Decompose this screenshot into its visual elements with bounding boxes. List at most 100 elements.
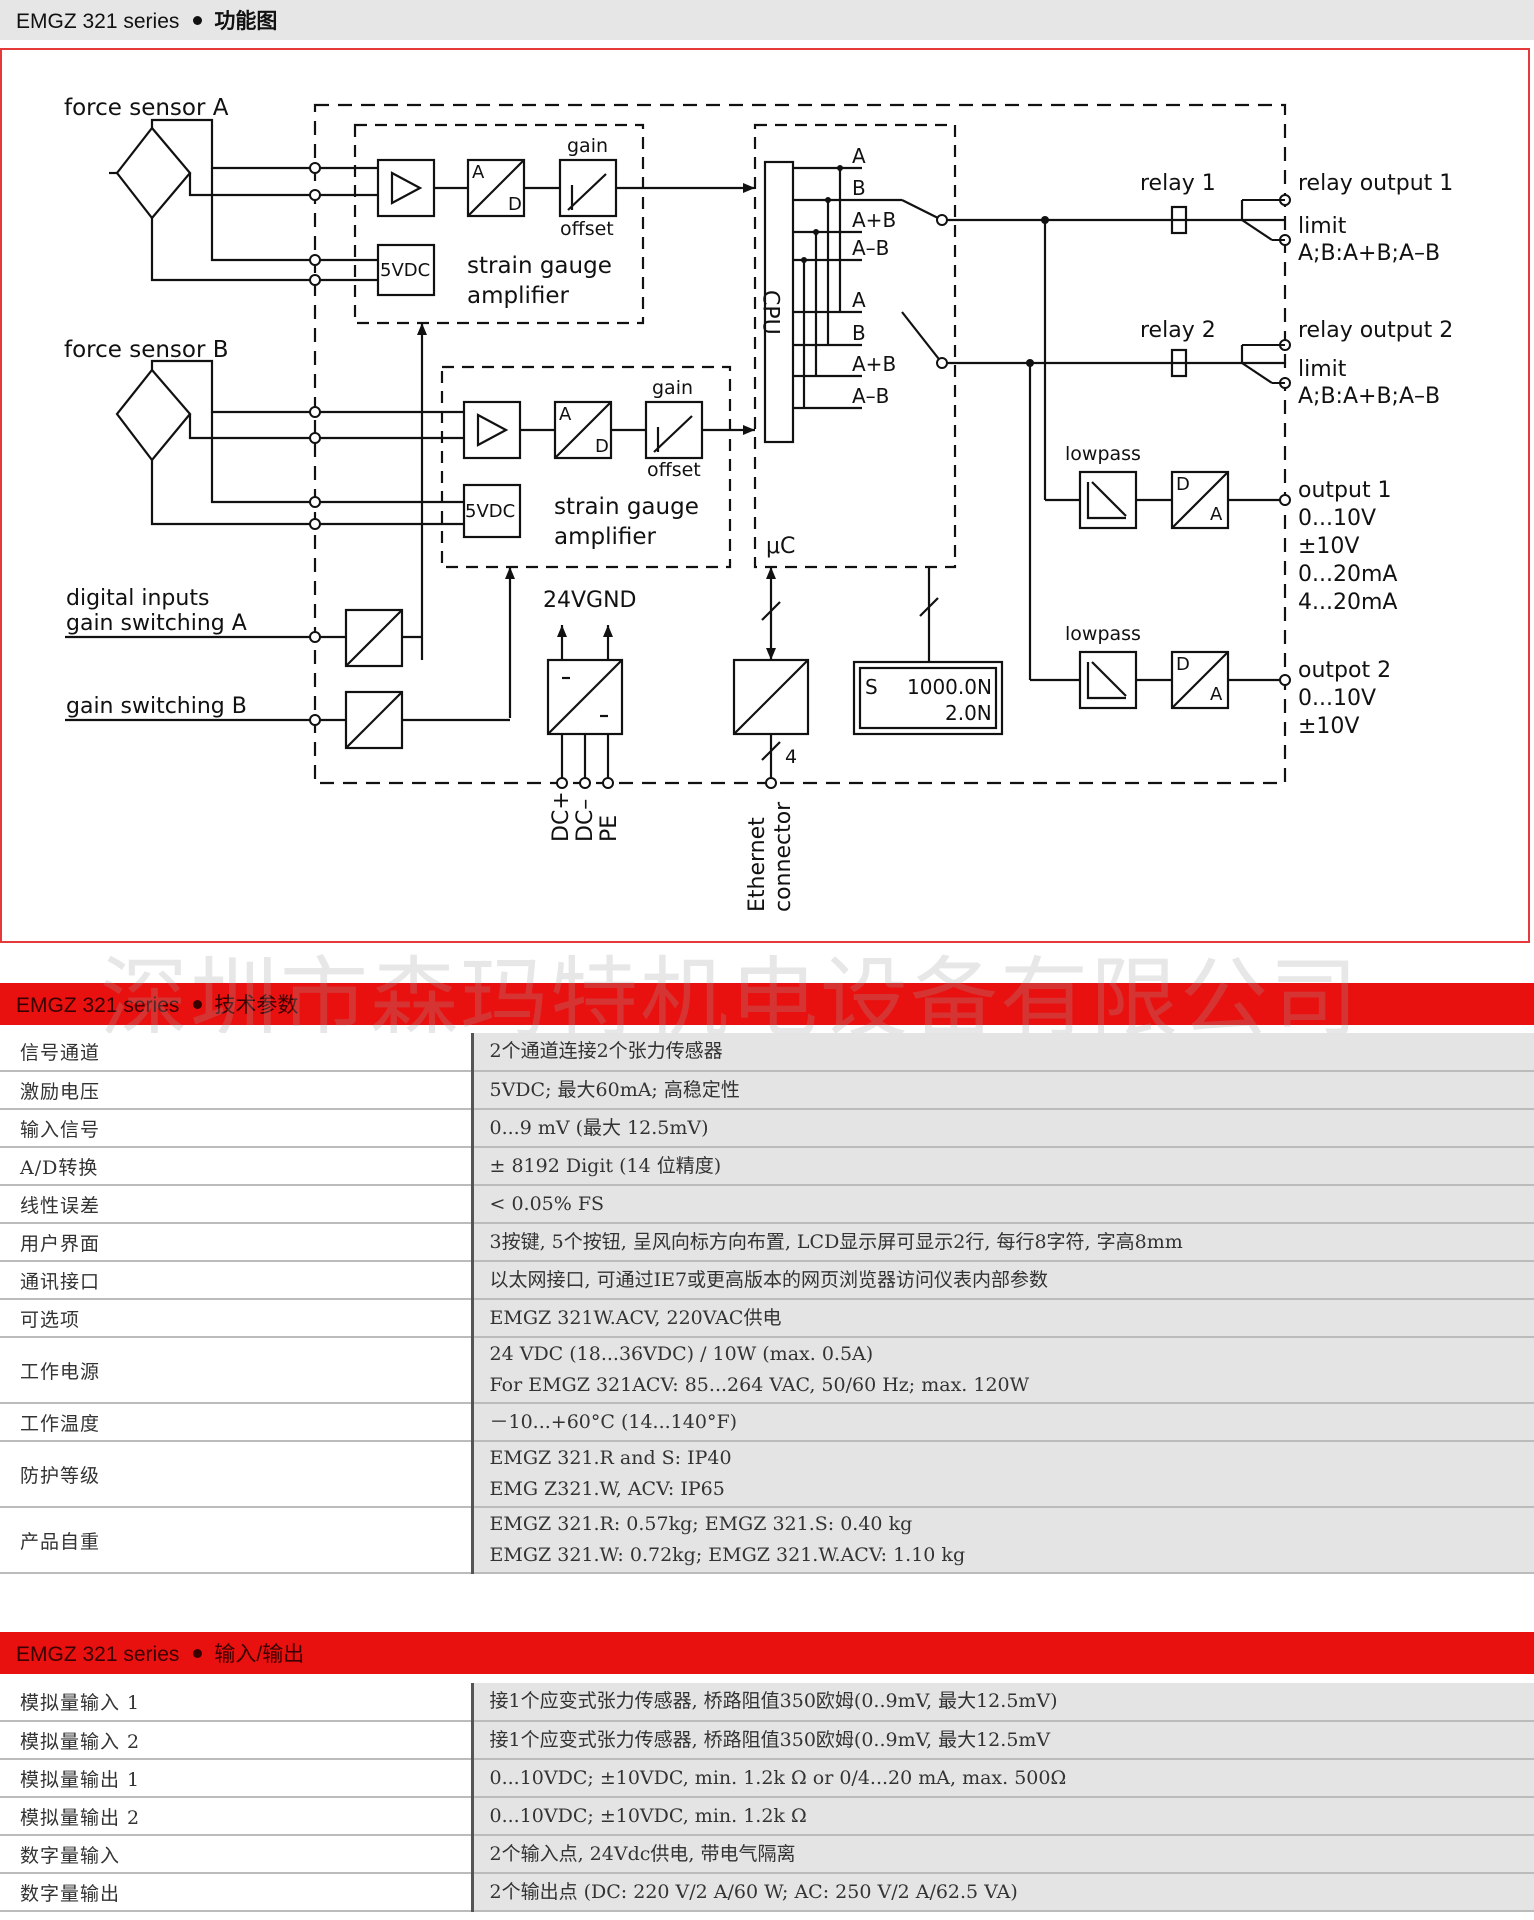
- row-key: 模拟量输出 2: [0, 1797, 474, 1836]
- label-limit2: limit: [1298, 357, 1347, 382]
- label-gain-switching-a: gain switching A: [66, 611, 247, 636]
- uc-outline: [753, 123, 957, 569]
- label-da2-d: D: [1176, 654, 1190, 675]
- label-offset-b: offset: [647, 459, 701, 481]
- row-value-line: 2个输入点, 24Vdc供电, 带电气隔离: [489, 1842, 796, 1865]
- label-force-sensor-a: force sensor A: [64, 95, 229, 121]
- label-relay-output2: relay output 2: [1298, 318, 1453, 343]
- label-ch1-b: B: [852, 176, 866, 200]
- label-strain-gauge-b: strain gauge: [554, 494, 699, 520]
- row-key: 数字量输入: [0, 1835, 474, 1874]
- row-value-line: 24 VDC (18...36VDC) / 10W (max. 0.5A): [489, 1343, 874, 1365]
- row-value-line: 以太网接口, 可通过IE7或更高版本的网页浏览器访问仪表内部参数: [489, 1268, 1049, 1291]
- row-key: 产品自重: [0, 1507, 474, 1574]
- label-amplifier-b: amplifier: [554, 524, 657, 550]
- row-value: 2个输入点, 24Vdc供电, 带电气隔离: [472, 1835, 1534, 1874]
- table-row: 信号通道 2个通道连接2个张力传感器: [0, 1033, 1534, 1072]
- row-value: 以太网接口, 可通过IE7或更高版本的网页浏览器访问仪表内部参数: [472, 1261, 1534, 1300]
- row-key: 信号通道: [0, 1033, 474, 1072]
- row-value-line: EMGZ 321.W: 0.72kg; EMGZ 321.W.ACV: 1.10…: [489, 1544, 966, 1566]
- row-key: 数字量输出: [0, 1873, 474, 1912]
- row-key: 模拟量输出 1: [0, 1759, 474, 1798]
- row-key: 可选项: [0, 1299, 474, 1338]
- row-value: ± 8192 Digit (14 位精度): [472, 1147, 1534, 1186]
- label-output1-range-3: 4...20mA: [1298, 590, 1397, 615]
- label-limit2-opts: A;B:A+B;A–B: [1298, 384, 1440, 409]
- table-row: A/D转换± 8192 Digit (14 位精度): [0, 1147, 1534, 1186]
- bullet-icon: [193, 16, 203, 26]
- label-da2-a: A: [1210, 684, 1223, 705]
- watermark: 深圳市森玛特机电设备有限公司: [100, 947, 1361, 1050]
- row-key: 模拟量输入 2: [0, 1721, 474, 1760]
- label-force-sensor-b: force sensor B: [64, 337, 229, 363]
- label-da1-d: D: [1176, 474, 1190, 495]
- label-output1-range-2: 0...20mA: [1298, 562, 1397, 587]
- row-value-line: EMGZ 321.R: 0.57kg; EMGZ 321.S: 0.40 kg: [489, 1513, 913, 1535]
- row-value-line: EMGZ 321.R and S: IP40: [489, 1447, 732, 1469]
- table-row: 通讯接口以太网接口, 可通过IE7或更高版本的网页浏览器访问仪表内部参数: [0, 1261, 1534, 1300]
- row-value-line: －10...+60°C (14...140°F): [489, 1410, 738, 1433]
- label-output1-range-1: ±10V: [1298, 534, 1359, 559]
- label-supply: 24VGND: [543, 588, 637, 613]
- label-ethernet: Ethernet: [745, 817, 770, 912]
- label-connector: connector: [771, 801, 796, 912]
- row-value-line: 0...10VDC; ±10VDC, min. 1.2k Ω: [489, 1804, 807, 1827]
- table-row: 模拟量输入 2 接1个应变式张力传感器, 桥路阻值350欧姆(0..9mV, 最大…: [0, 1721, 1534, 1760]
- row-value-line: 5VDC; 最大60mA; 高稳定性: [489, 1078, 740, 1101]
- label-gain-switching-b: gain switching B: [66, 694, 247, 719]
- row-value: 0...9 mV (最大 12.5mV): [472, 1109, 1534, 1148]
- row-value-line: 0...10VDC; ±10VDC, min. 1.2k Ω or 0/4...…: [489, 1766, 1067, 1789]
- label-cpu: CPU: [758, 290, 783, 335]
- table-row: 线性误差< 0.05% FS: [0, 1185, 1534, 1224]
- table-row: 工作温度－10...+60°C (14...140°F): [0, 1403, 1534, 1442]
- label-dc-plus: DC+: [549, 791, 574, 842]
- io-section: 输入/输出: [214, 1643, 305, 1666]
- row-value-line: 接1个应变式张力传感器, 桥路阻值350欧姆(0..9mV, 最大12.5mV): [489, 1690, 1058, 1712]
- row-value: 24 VDC (18...36VDC) / 10W (max. 0.5A) For…: [472, 1337, 1534, 1404]
- row-key: 工作电源: [0, 1337, 474, 1404]
- io-header-bar: EMGZ 321 series 输入/输出: [0, 1632, 1534, 1674]
- label-5vdc-b: 5VDC: [465, 501, 515, 522]
- label-limit1: limit: [1298, 214, 1347, 239]
- label-amplifier-a: amplifier: [467, 283, 570, 309]
- row-key: 输入信号: [0, 1109, 474, 1148]
- label-ch2-a: A: [852, 288, 866, 312]
- label-gain-a: gain: [567, 135, 608, 157]
- sensor-a-bridge: [115, 126, 192, 220]
- row-value-line: 接1个应变式张力传感器, 桥路阻值350欧姆(0..9mV, 最大12.5mV: [489, 1728, 1051, 1751]
- row-value-line: 2个通道连接2个张力传感器: [489, 1040, 723, 1062]
- label-ch1-a: A: [852, 144, 866, 168]
- row-value: 接1个应变式张力传感器, 桥路阻值350欧姆(0..9mV, 最大12.5mV: [472, 1721, 1534, 1760]
- amplifier-a-outline: [353, 123, 645, 325]
- label-display-line2: 2.0N: [945, 701, 992, 725]
- row-value: 2个通道连接2个张力传感器: [472, 1033, 1534, 1072]
- row-value: 0...10VDC; ±10VDC, min. 1.2k Ω: [472, 1797, 1534, 1836]
- label-output2: outpot 2: [1298, 658, 1391, 683]
- io-series: EMGZ 321 series: [16, 1643, 180, 1666]
- row-value: 3按键, 5个按钮, 呈风向标方向布置, LCD显示屏可显示2行, 每行8字符,…: [472, 1223, 1534, 1262]
- label-da1-a: A: [1210, 504, 1223, 525]
- label-output1: output 1: [1298, 478, 1392, 503]
- table-row: 数字量输入 2个输入点, 24Vdc供电, 带电气隔离: [0, 1835, 1534, 1874]
- table-row: 产品自重 EMGZ 321.R: 0.57kg; EMGZ 321.S: 0.40…: [0, 1507, 1534, 1574]
- specs-section: 技术参数: [214, 994, 299, 1017]
- row-key: 防护等级: [0, 1441, 474, 1508]
- label-ad-a-in: A: [472, 162, 485, 183]
- row-value-line: For EMGZ 321ACV: 85...264 VAC, 50/60 Hz;…: [489, 1374, 1030, 1396]
- label-ch1-amb: A–B: [852, 236, 889, 260]
- io-title: EMGZ 321 series 输入/输出: [16, 1638, 304, 1668]
- label-limit1-opts: A;B:A+B;A–B: [1298, 241, 1440, 266]
- table-row: 模拟量输出 2 0...10VDC; ±10VDC, min. 1.2k Ω: [0, 1797, 1534, 1836]
- header-series: EMGZ 321 series: [16, 10, 180, 33]
- bullet-icon: [193, 1000, 203, 1010]
